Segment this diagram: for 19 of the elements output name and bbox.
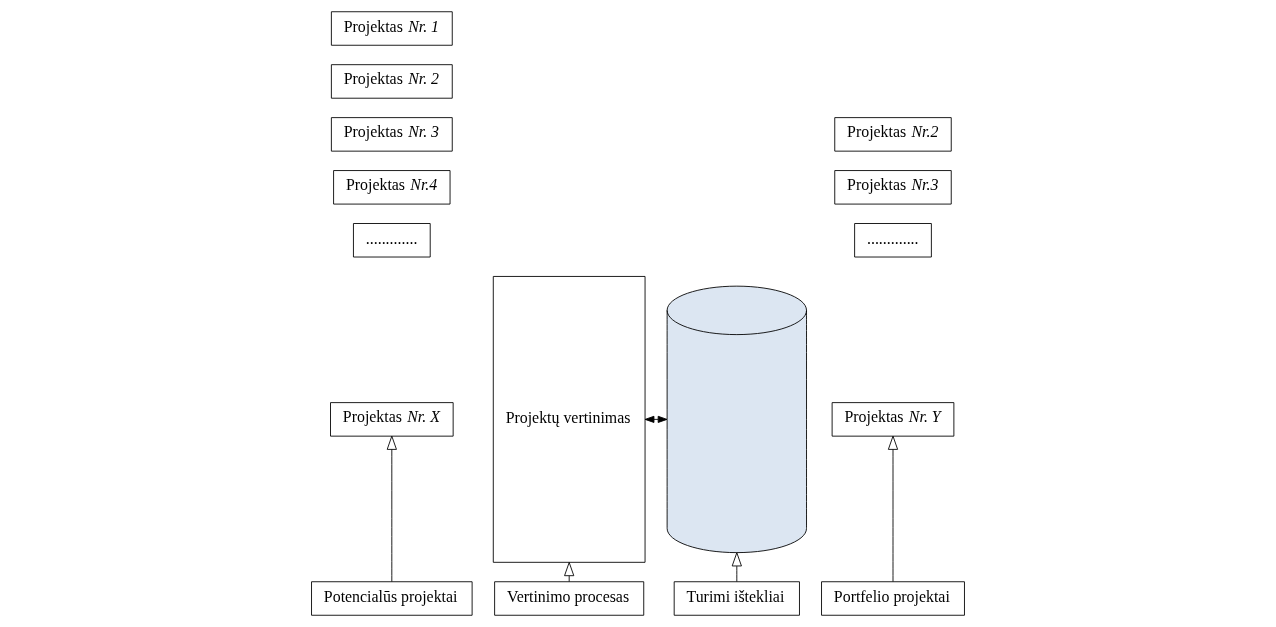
arrow bbox=[731, 552, 742, 582]
node-box: Potencialūs projektai bbox=[311, 581, 473, 616]
node-box: Projektas Nr. 2 bbox=[330, 64, 453, 99]
node-box: ............. bbox=[854, 223, 932, 258]
node-box: Projektas Nr.3 bbox=[834, 170, 952, 205]
node-box: Projektas Nr. X bbox=[330, 402, 454, 437]
arrow bbox=[564, 562, 575, 582]
node-box: Projektų vertinimas bbox=[492, 276, 646, 563]
node-box: Projektas Nr. 3 bbox=[330, 117, 453, 152]
node-box: Portfelio projektai bbox=[821, 581, 965, 616]
node-box: Turimi ištekliai bbox=[673, 581, 800, 616]
node-box: Vertinimo procesas bbox=[494, 581, 645, 616]
node-box: ............. bbox=[353, 223, 431, 258]
arrow bbox=[386, 435, 397, 582]
node-box: Projektas Nr. 1 bbox=[330, 11, 453, 46]
arrow bbox=[887, 435, 899, 582]
node-box: Projektas Nr.4 bbox=[333, 170, 451, 205]
node-box: Projektas Nr.2 bbox=[834, 117, 952, 152]
node-box: Projektas Nr. Y bbox=[831, 402, 955, 437]
